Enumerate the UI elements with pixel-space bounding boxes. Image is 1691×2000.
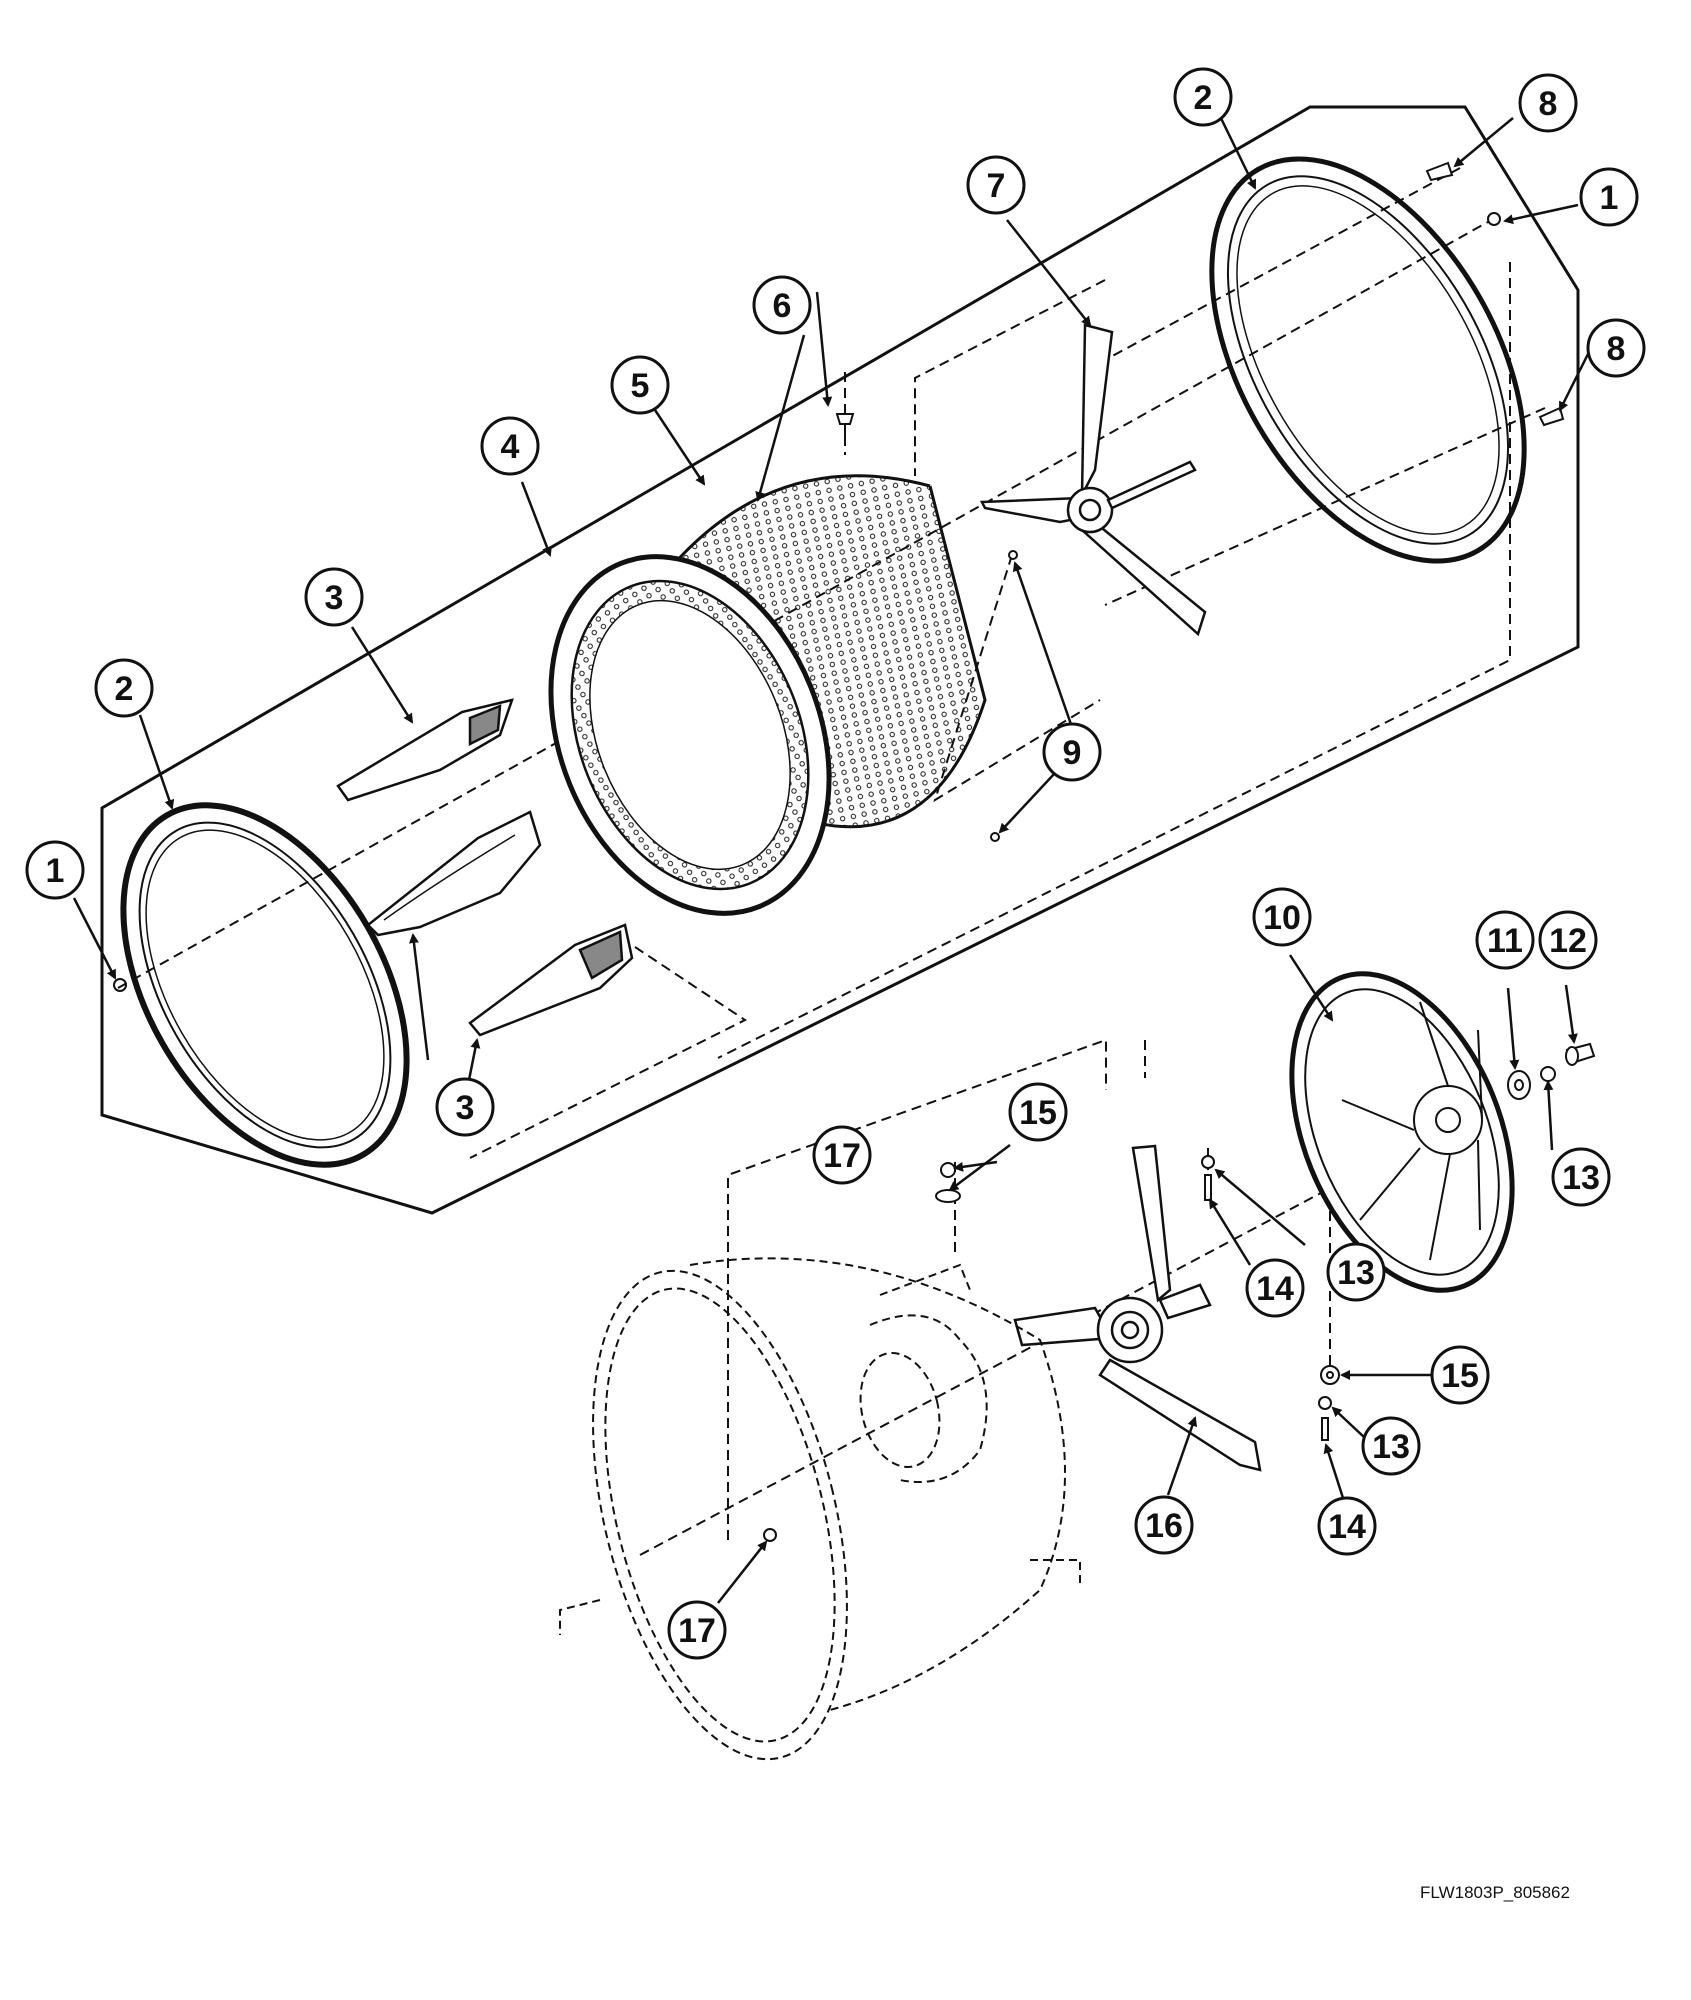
callout-17-top: 17 (812, 1125, 872, 1185)
spider-part (980, 323, 1207, 637)
callout-5: 5 (610, 355, 670, 415)
callout-3-lower: 3 (435, 1077, 495, 1137)
callout-7: 7 (966, 155, 1026, 215)
callout-16: 16 (1134, 1495, 1194, 1555)
left-ring-part (120, 802, 410, 1168)
callout-4: 4 (480, 416, 540, 476)
callout-10: 10 (1252, 887, 1312, 947)
callout-8-top: 8 (1518, 73, 1578, 133)
svg-text:8: 8 (1607, 330, 1626, 368)
outer-tub-phantom (559, 1257, 1081, 1761)
baffle-parts (336, 698, 634, 1037)
pulley-part (1289, 971, 1515, 1293)
callout-circles: 1 2 3 3 4 5 6 7 2 8 1 8 9 10 11 12 13 17… (25, 67, 1646, 1660)
svg-text:13: 13 (1562, 1159, 1600, 1197)
callout-11: 11 (1475, 910, 1535, 970)
svg-text:9: 9 (1063, 734, 1082, 772)
svg-text:17: 17 (823, 1137, 861, 1175)
callout-3-upper: 3 (304, 567, 364, 627)
callout-8-mid: 8 (1586, 318, 1646, 378)
svg-text:1: 1 (46, 852, 65, 890)
callout-1-left: 1 (25, 840, 85, 900)
svg-text:6: 6 (773, 287, 792, 325)
svg-text:2: 2 (1194, 79, 1213, 117)
left-nut-part (113, 978, 127, 992)
callout-14-lower: 14 (1317, 1496, 1377, 1556)
svg-text:3: 3 (325, 579, 344, 617)
svg-text:16: 16 (1145, 1507, 1183, 1545)
svg-text:15: 15 (1019, 1094, 1057, 1132)
trunnion-part (1013, 1144, 1262, 1472)
svg-text:14: 14 (1328, 1508, 1366, 1546)
callout-15-right: 15 (1430, 1345, 1490, 1405)
svg-text:2: 2 (115, 670, 134, 708)
reference-code: FLW1803P_805862 (1420, 1883, 1570, 1902)
callout-6: 6 (752, 275, 812, 335)
callout-1-right: 1 (1579, 167, 1639, 227)
svg-text:3: 3 (456, 1089, 475, 1127)
svg-text:17: 17 (678, 1612, 716, 1650)
svg-text:13: 13 (1337, 1254, 1375, 1292)
callout-13-lower: 13 (1361, 1416, 1421, 1476)
callout-leaders (72, 109, 1590, 1604)
svg-text:15: 15 (1441, 1357, 1479, 1395)
callout-13-right: 13 (1551, 1147, 1611, 1207)
drum-basket-part (548, 474, 987, 916)
svg-text:10: 10 (1263, 899, 1301, 937)
svg-text:7: 7 (987, 167, 1006, 205)
svg-text:11: 11 (1487, 922, 1523, 960)
svg-text:5: 5 (631, 367, 650, 405)
svg-text:14: 14 (1256, 1270, 1294, 1308)
tub-nut-part (763, 1528, 777, 1542)
callout-2-left: 2 (94, 658, 154, 718)
callout-15-top: 15 (1008, 1082, 1068, 1142)
right-ring-part (1209, 156, 1527, 564)
callout-17-bottom: 17 (667, 1600, 727, 1660)
callout-2-right: 2 (1173, 67, 1233, 127)
svg-text:4: 4 (501, 428, 520, 466)
fastener-parts (835, 161, 1565, 842)
callout-9: 9 (1042, 722, 1102, 782)
svg-text:12: 12 (1549, 922, 1587, 960)
svg-text:8: 8 (1539, 85, 1558, 123)
svg-text:1: 1 (1600, 179, 1619, 217)
drum-assembly-outline (100, 105, 1580, 1215)
svg-text:13: 13 (1372, 1428, 1410, 1466)
pulley-fasteners (935, 1042, 1596, 1441)
callout-13-mid: 13 (1326, 1242, 1386, 1302)
callout-12: 12 (1538, 910, 1598, 970)
callout-14-mid: 14 (1245, 1258, 1305, 1318)
